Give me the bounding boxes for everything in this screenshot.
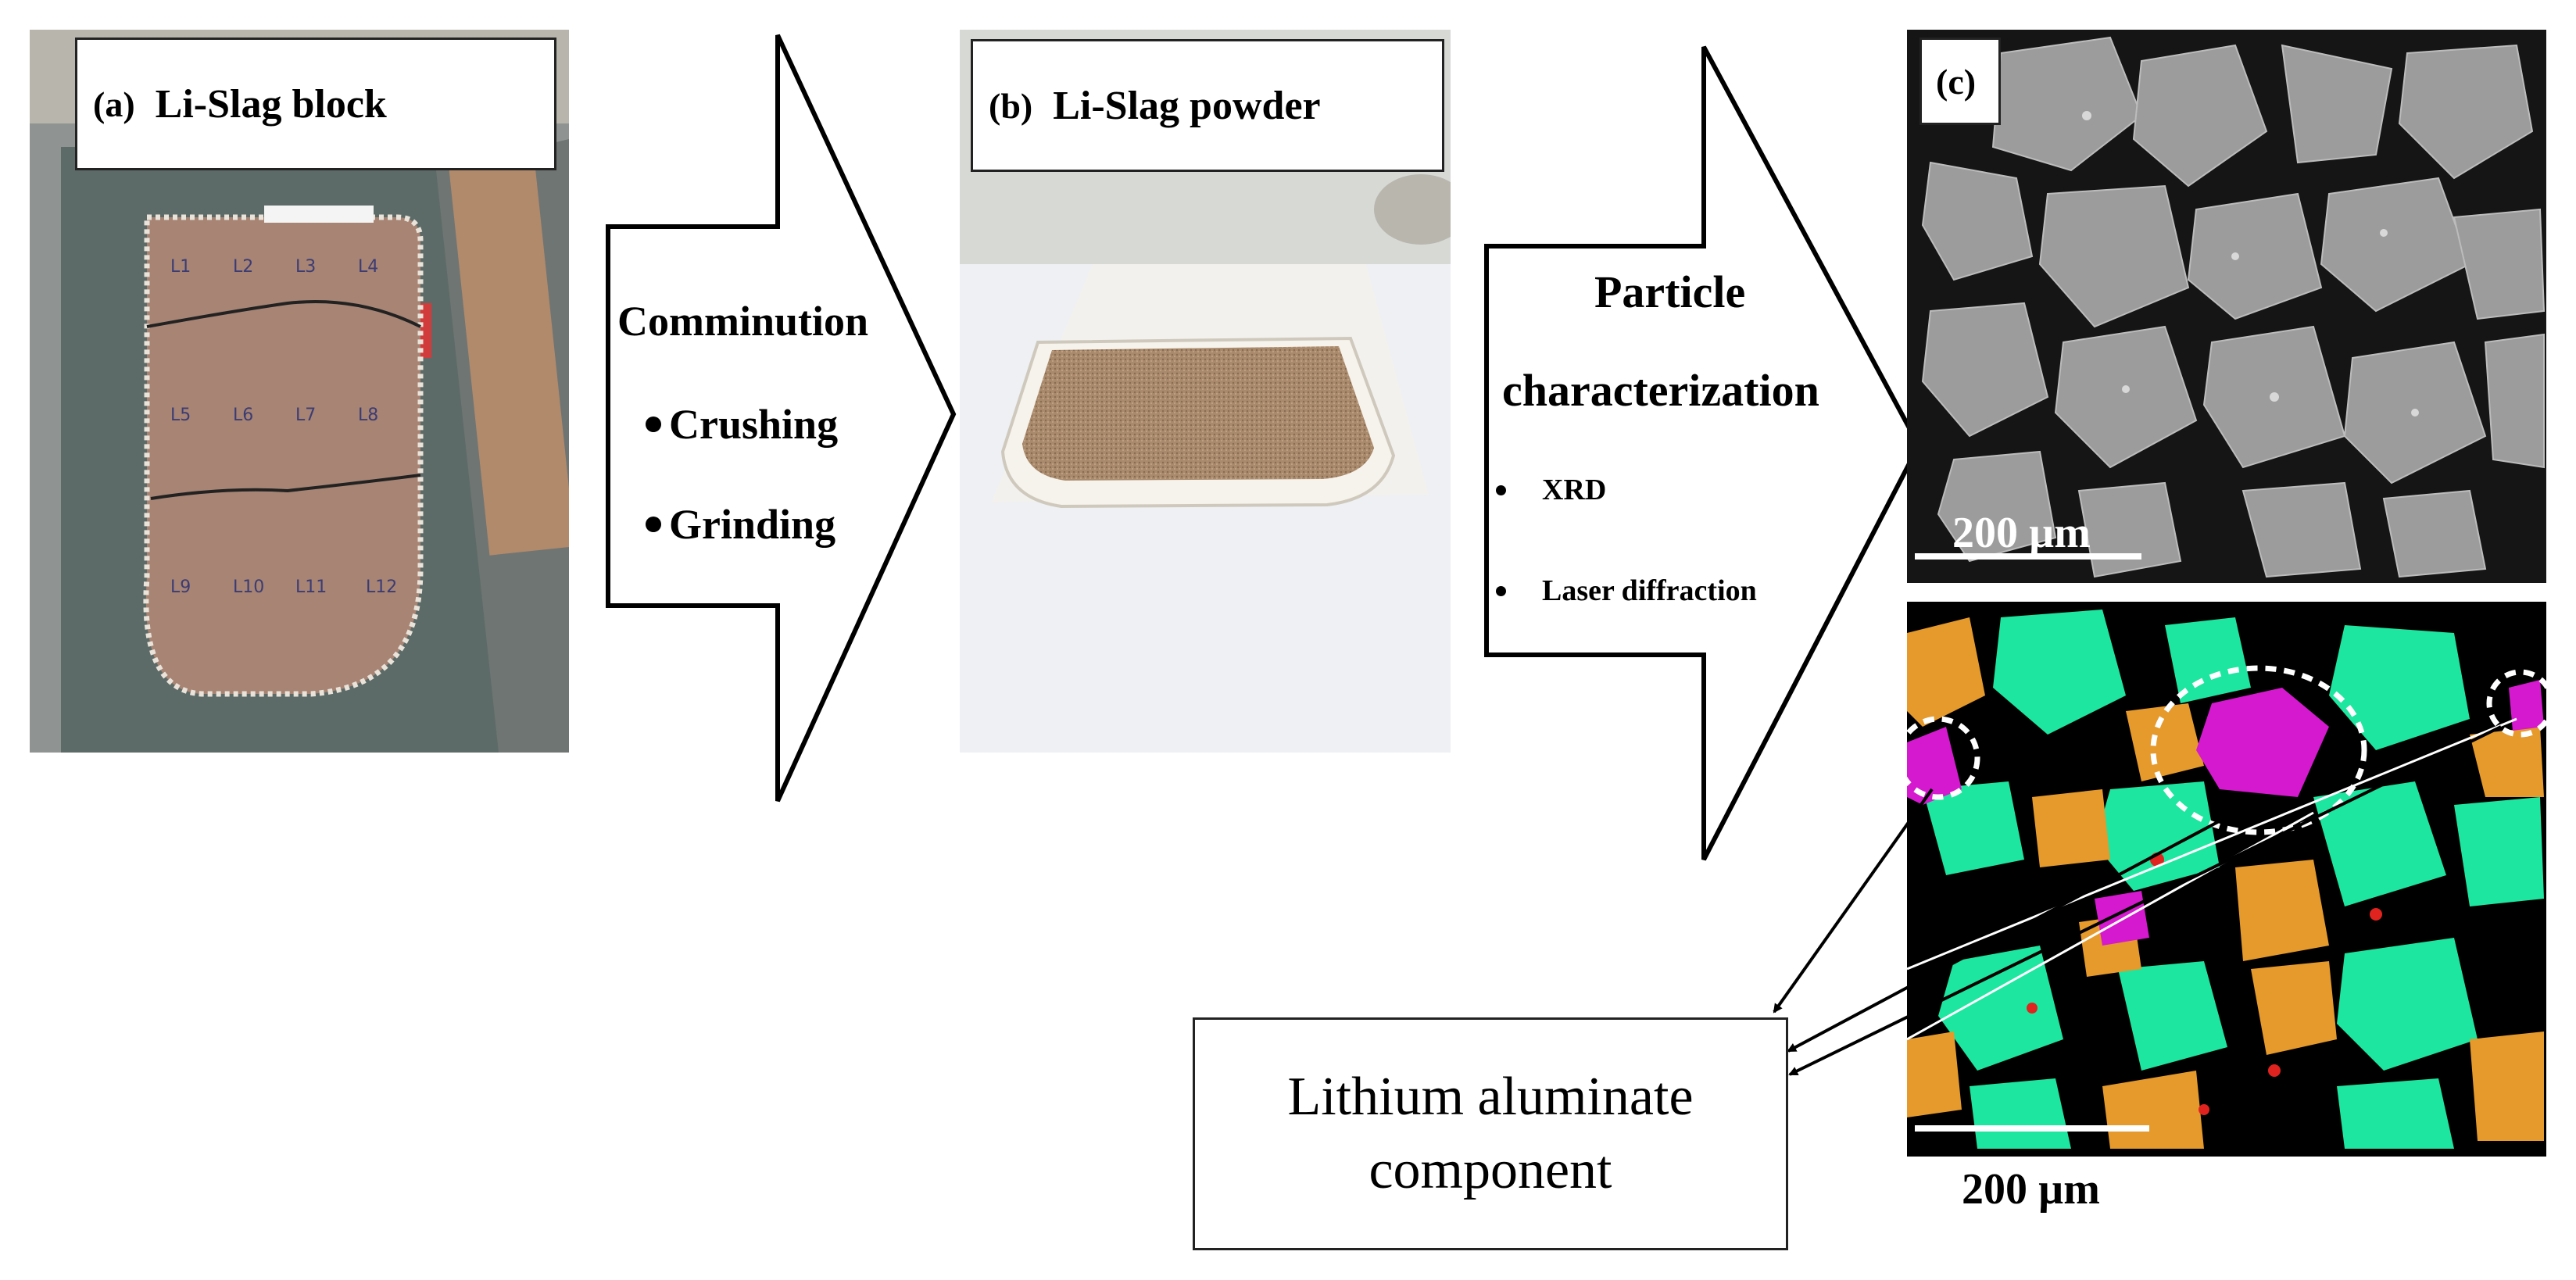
slab-mark: L2: [233, 257, 253, 277]
phase-map-image: [1907, 602, 2546, 1157]
comminution-heading: Comminution: [617, 298, 869, 345]
slab-mark: L12: [366, 577, 397, 597]
scale-bar-top-label: 200 µm: [1952, 509, 2091, 557]
characterization-item-label: Laser diffraction: [1542, 574, 1757, 607]
callout-line1: Lithium aluminate: [1287, 1066, 1694, 1127]
panel-b-label: (b) Li-Slag powder: [971, 39, 1444, 172]
panel-b-tag: (b): [989, 85, 1033, 126]
bullet-icon: [646, 517, 661, 532]
comminution-item-crushing: Crushing: [646, 400, 838, 449]
panel-c-tag: (c): [1936, 61, 1977, 102]
slab-mark: L7: [295, 406, 316, 425]
panel-a-label: (a) Li-Slag block: [75, 38, 556, 170]
panel-b-title: Li-Slag powder: [1053, 83, 1321, 128]
slab-mark: L11: [295, 577, 327, 597]
comminution-arrow: [606, 34, 957, 803]
slab-mark: L6: [233, 406, 253, 425]
bse-micrograph: [1907, 30, 2546, 583]
characterization-heading-line2: characterization: [1502, 365, 1819, 416]
pointer-arrow: [1787, 811, 2236, 1053]
pointer-arrow: [1773, 788, 1934, 1014]
slab-mark: L1: [170, 257, 191, 277]
scale-bar-bottom-label: 200 µm: [1962, 1165, 2100, 1214]
characterization-item-label: XRD: [1542, 474, 1607, 506]
bullet-icon: [1496, 585, 1506, 596]
characterization-heading-line1: Particle: [1594, 266, 1746, 317]
lithium-aluminate-callout: Lithium aluminate component: [1193, 1017, 1788, 1250]
callout-line2: component: [1368, 1140, 1612, 1200]
panel-c-label: (c): [1919, 38, 2001, 125]
bse-particles-image: [1907, 30, 2546, 583]
characterization-arrow: [1484, 45, 1922, 861]
slab-mark: L3: [295, 257, 316, 277]
slab-mark: L9: [170, 577, 191, 597]
bullet-icon: [1496, 484, 1506, 495]
characterization-item-laser-diffraction: Laser diffraction: [1496, 574, 1757, 608]
characterization-item-xrd: XRD: [1496, 473, 1606, 507]
comminution-item-label: Grinding: [669, 501, 836, 548]
comminution-item-grinding: Grinding: [646, 500, 835, 549]
comminution-item-label: Crushing: [669, 401, 839, 448]
slab-mark: L4: [358, 257, 378, 277]
slab-mark: L10: [233, 577, 264, 597]
slab-mark: L8: [358, 406, 378, 425]
slab-mark: L5: [170, 406, 191, 425]
panel-a-title: Li-Slag block: [155, 81, 387, 127]
pointer-arrow: [1788, 725, 2502, 1076]
bullet-icon: [646, 417, 661, 432]
panel-a-tag: (a): [93, 84, 135, 124]
phase-map-micrograph: [1907, 602, 2546, 1157]
